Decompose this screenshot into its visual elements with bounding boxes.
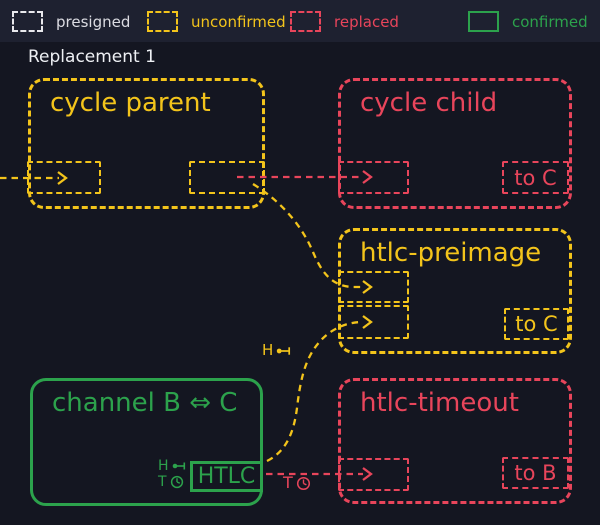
- timeout-timelock-annotation: T: [283, 475, 311, 491]
- cycle-parent-title: cycle parent: [50, 88, 211, 118]
- hash-letter: H: [158, 458, 169, 474]
- replaced-swatch-icon: [290, 11, 321, 32]
- presigned-swatch-icon: [12, 11, 43, 32]
- clock-icon: [170, 475, 183, 489]
- cycle-child-input-box: [338, 161, 409, 194]
- hash-letter: H: [262, 341, 274, 359]
- clock-icon: [296, 476, 310, 490]
- timelock-letter: T: [283, 473, 293, 492]
- legend: presigned unconfirmed replaced confirmed: [0, 0, 600, 42]
- cycle-child-output-label: to C: [514, 165, 557, 190]
- htlc-timeout-output-label: to B: [514, 461, 557, 485]
- timelock-letter: T: [158, 474, 167, 490]
- node-cycle-parent: cycle parent: [28, 78, 265, 209]
- node-cycle-child: cycle child: [338, 78, 572, 209]
- htlc-preimage-input2-box: [338, 305, 409, 339]
- node-htlc-timeout: htlc-timeout: [338, 378, 572, 504]
- htlc-timeout-output-box: to B: [502, 457, 569, 489]
- key-icon: [277, 346, 291, 355]
- legend-item-confirmed: confirmed: [468, 9, 588, 34]
- htlc-preimage-output-label: to C: [515, 312, 558, 336]
- cycle-parent-input-box: [27, 161, 101, 194]
- legend-label-unconfirmed: unconfirmed: [191, 12, 286, 31]
- legend-label-replaced: replaced: [334, 12, 399, 31]
- htlc-output-label: HTLC: [197, 464, 256, 489]
- htlc-preimage-title: htlc-preimage: [360, 238, 542, 268]
- page-title: Replacement 1: [28, 47, 156, 67]
- cycle-child-title: cycle child: [360, 88, 498, 118]
- cycle-child-output-box: to C: [502, 161, 569, 194]
- legend-label-confirmed: confirmed: [512, 12, 588, 31]
- channel-title: channel B ⇔ C: [52, 388, 238, 418]
- legend-item-unconfirmed: unconfirmed: [147, 9, 286, 34]
- legend-label-presigned: presigned: [56, 12, 131, 31]
- legend-item-presigned: presigned: [12, 9, 130, 34]
- preimage-hash-annotation: H: [262, 343, 292, 358]
- channel-hash-annotation: H: [158, 459, 187, 473]
- channel-timelock-annotation: T: [158, 475, 184, 489]
- htlc-timeout-title: htlc-timeout: [360, 388, 519, 418]
- channel-htlc-output-box: HTLC: [190, 461, 263, 492]
- cycle-parent-output-box: [189, 161, 265, 194]
- confirmed-swatch-icon: [468, 11, 499, 32]
- htlc-preimage-output-box: to C: [504, 308, 569, 340]
- node-channel: channel B ⇔ C: [30, 378, 263, 506]
- htlc-timeout-input-box: [338, 458, 409, 491]
- legend-item-replaced: replaced: [290, 9, 399, 34]
- unconfirmed-swatch-icon: [147, 11, 178, 32]
- key-icon: [172, 462, 185, 470]
- htlc-preimage-input1-box: [338, 271, 409, 303]
